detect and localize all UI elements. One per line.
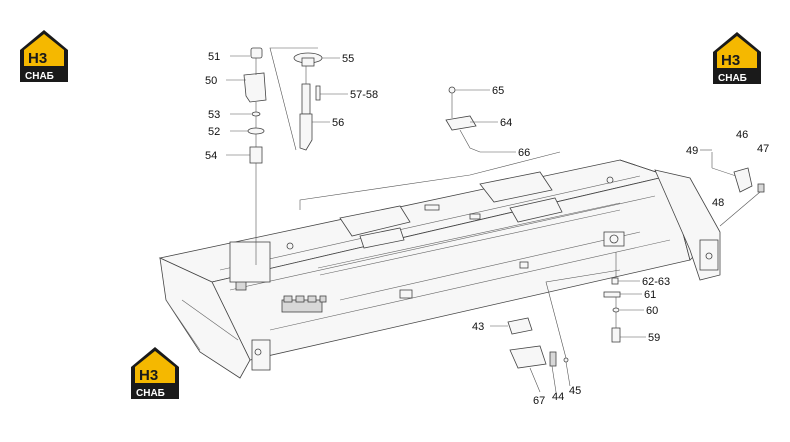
parts-50-54 bbox=[243, 47, 267, 265]
callout-62-63: 62-63 bbox=[642, 276, 670, 288]
callout-54: 54 bbox=[205, 150, 217, 162]
callout-67: 67 bbox=[533, 395, 545, 407]
callout-65: 65 bbox=[492, 85, 504, 97]
callout-50: 50 bbox=[205, 75, 217, 87]
callout-59: 59 bbox=[648, 332, 660, 344]
callout-66: 66 bbox=[518, 147, 530, 159]
callout-52: 52 bbox=[208, 126, 220, 138]
callout-44: 44 bbox=[552, 391, 564, 403]
logo-bottom-left: H3 СНАБ bbox=[131, 347, 179, 399]
parts-59-63 bbox=[603, 252, 621, 343]
callout-55: 55 bbox=[342, 53, 354, 65]
callout-57-58: 57-58 bbox=[350, 89, 378, 101]
callout-53: 53 bbox=[208, 109, 220, 121]
callout-61: 61 bbox=[644, 289, 656, 301]
callout-56: 56 bbox=[332, 117, 344, 129]
callout-45: 45 bbox=[569, 385, 581, 397]
logo-top-left: H3 СНАБ bbox=[20, 30, 68, 82]
callout-64: 64 bbox=[500, 117, 512, 129]
logo-mark: H3 bbox=[721, 52, 740, 69]
callout-46: 46 bbox=[736, 129, 748, 141]
parts-46-49 bbox=[700, 149, 765, 227]
logo-word: СНАБ bbox=[136, 388, 165, 399]
callout-60: 60 bbox=[646, 305, 658, 317]
logo-word: СНАБ bbox=[25, 71, 54, 82]
callout-43: 43 bbox=[472, 321, 484, 333]
valve-block bbox=[281, 295, 327, 313]
callout-labels: 51 50 53 52 54 55 57-58 56 65 64 66 49 4… bbox=[205, 51, 769, 407]
logo-word: СНАБ bbox=[718, 73, 747, 84]
parts-55-58 bbox=[269, 47, 323, 151]
callout-49: 49 bbox=[686, 145, 698, 157]
frame-beam bbox=[158, 151, 721, 379]
parts-64-66 bbox=[445, 86, 481, 153]
callout-48: 48 bbox=[712, 197, 724, 209]
callout-51: 51 bbox=[208, 51, 220, 63]
logo-top-right: H3 СНАБ bbox=[713, 32, 761, 84]
logo-mark: H3 bbox=[139, 367, 158, 384]
parts-43-45-67 bbox=[507, 269, 621, 393]
callout-47: 47 bbox=[757, 143, 769, 155]
logo-mark: H3 bbox=[28, 50, 47, 67]
callout-leaders bbox=[226, 55, 646, 338]
